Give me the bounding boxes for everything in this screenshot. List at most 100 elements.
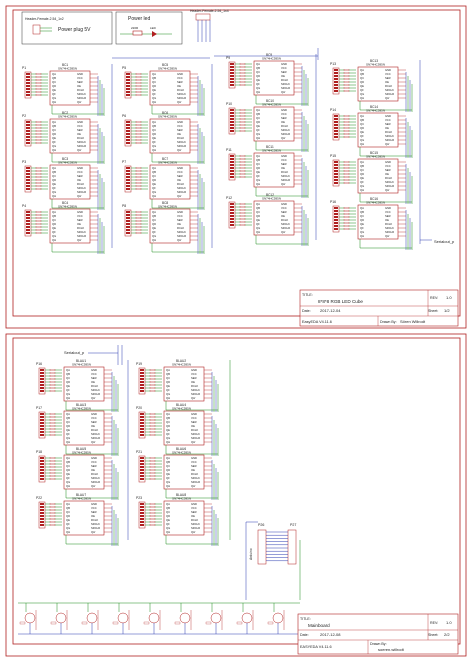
s2-m8-resistor: [149, 524, 156, 526]
s1-m1-pin-name: QC: [52, 80, 56, 84]
s1-m2-pin-name: SRCLR: [77, 144, 86, 148]
s1-m9-resistor: [239, 84, 246, 86]
s1-m1-pin-name: QH': [77, 100, 82, 104]
s1-m15-connector-pin: [334, 167, 338, 169]
s1-m15-pin-name: QE: [360, 176, 364, 180]
s1-m6-resistor: [135, 124, 142, 126]
s1-m15-pin-name: RCLK: [385, 176, 392, 180]
s1-m6-chip-part: SN74HC595N: [158, 115, 177, 119]
s1-m12-chip-label: BC12: [266, 193, 274, 197]
s2-m5-connector-pin: [40, 457, 44, 459]
s2-m4-pin-name: RCLK: [191, 428, 198, 432]
power-led-diode-icon: [152, 31, 157, 37]
s1-m10-pin-name: SER: [281, 116, 287, 120]
s1-m11-connector-pin: [230, 176, 234, 178]
s1-m8-pin-name: QF: [152, 230, 156, 234]
header-27-label: P27: [290, 523, 296, 527]
s2-m4-pin-name: QB: [166, 416, 170, 420]
s1-m5-connector-pin: [126, 88, 130, 90]
s1-m16-pin-name: QB: [360, 210, 364, 214]
s2-m8-pin-name: QH': [191, 530, 196, 534]
date-1-caption: Date:: [302, 309, 311, 313]
s1-m16-connector-pin: [334, 216, 338, 218]
s2-m4-pin-name: QA: [166, 412, 170, 416]
s1-m3-connector-pin: [26, 182, 30, 184]
s1-m10-resistor: [239, 112, 246, 114]
s1-m1-resistor: [35, 82, 42, 84]
s1-m16-pin-name: QD: [360, 218, 364, 222]
s2-m6-pin-name: QH': [191, 484, 196, 488]
s1-m11-pin-name: QD: [256, 166, 260, 170]
s2-m5-connector-pin: [40, 469, 44, 471]
s1-m4-chip-body: [49, 208, 91, 244]
s1-m12-connector-pin: [230, 203, 234, 205]
s1-m11-resistor: [239, 164, 246, 166]
s1-m6-connector-pin: [126, 139, 130, 141]
s1-m4-pin-name: QG: [52, 234, 56, 238]
s1-m7-pin-name: RCLK: [177, 182, 184, 186]
s2-m1-resistor: [49, 390, 56, 392]
s1-m6-pin-name: QB: [152, 124, 156, 128]
s1-m6-pin-name: SRCLR: [177, 144, 186, 148]
s1-m7-chip-label: BC7: [162, 157, 168, 161]
s1-m15-pin-name: SRCLR: [385, 184, 394, 188]
s1-m13-resistor: [343, 69, 350, 71]
s1-m8-connector-label: P8: [122, 204, 126, 208]
s1-m6-pin-name: SRCLK: [177, 140, 186, 144]
s1-m15-pin-name: GND: [385, 160, 391, 164]
s2-m4-pin-name: QD: [166, 424, 170, 428]
s1-m11-pin-name: QC: [256, 162, 260, 166]
s1-m6-pin-name: QA: [152, 120, 156, 124]
s1-m5-pin-name: SER: [177, 80, 183, 84]
s1-m7-resistor: [135, 179, 142, 181]
s2-m6-pin-name: QE: [166, 472, 170, 476]
s1-m13-resistor: [343, 90, 350, 92]
s2-m7-connector-pin: [40, 515, 44, 517]
s2-m2-resistor: [149, 390, 156, 392]
s2-m8-connector-pin: [140, 524, 144, 526]
s2-m8-connector-pin: [140, 509, 144, 511]
s1-m12-pin-name: QH: [256, 230, 260, 234]
s2-m5-connector-label: P18: [36, 450, 42, 454]
s2-m6-chip-label: BLAU6: [176, 447, 186, 451]
s2-m7-chip-part: SN74HC595N: [72, 497, 91, 501]
s2-m4-chip-part: SN74HC595N: [172, 407, 191, 411]
s2-m3-connector-pin: [40, 434, 44, 436]
s1-m15-chip-body: [357, 158, 399, 194]
s1-m7-pin-name: QH': [177, 194, 182, 198]
s1-m1-resistor: [35, 85, 42, 87]
s2-m6-connector-pin: [140, 463, 144, 465]
s1-m10-pin-name: QG: [256, 132, 260, 136]
s2-m7-resistor: [49, 512, 56, 514]
s2-m5-connector-pin: [40, 463, 44, 465]
s2-m3-resistor: [49, 419, 56, 421]
s1-m14-pin-name: QA: [360, 114, 364, 118]
s2-m5-pin-name: QH: [66, 484, 70, 488]
s2-m3-pin-name: QH: [66, 440, 70, 444]
s1-m11-connector-pin: [230, 167, 234, 169]
base-resistor: [143, 621, 150, 625]
s1-m1-chip-label: BC1: [62, 63, 68, 67]
s1-m15-resistor: [343, 170, 350, 172]
s2-m1-connector-pin: [40, 381, 44, 383]
s1-m6-pin-name: VCC: [177, 124, 183, 128]
s1-m13-chip-label: BC13: [370, 59, 378, 63]
s1-m2-pin-name: QB: [52, 124, 56, 128]
s1-m9-connector-label: P9: [226, 56, 230, 60]
s2-m6-connector-pin: [140, 478, 144, 480]
s2-m3-pin-name: QF: [66, 432, 70, 436]
s2-m8-pin-name: QA: [166, 502, 170, 506]
s1-m3-connector-pin: [26, 173, 30, 175]
sheet-1: Header-Female-2.54_1x2 Power plug 5V Pow…: [5, 5, 467, 329]
s2-m1-pin-name: QF: [66, 388, 70, 392]
s2-m4-connector-pin: [140, 416, 144, 418]
s1-m7-connector-pin: [126, 167, 130, 169]
s1-m10-resistor: [239, 130, 246, 132]
s1-m9-resistor: [239, 81, 246, 83]
s2-m3-connector-pin: [40, 413, 44, 415]
s2-m4-pin-name: SRCLR: [191, 436, 200, 440]
s2-m7-resistor: [49, 509, 56, 511]
s1-m11-pin-name: QF: [256, 174, 260, 178]
